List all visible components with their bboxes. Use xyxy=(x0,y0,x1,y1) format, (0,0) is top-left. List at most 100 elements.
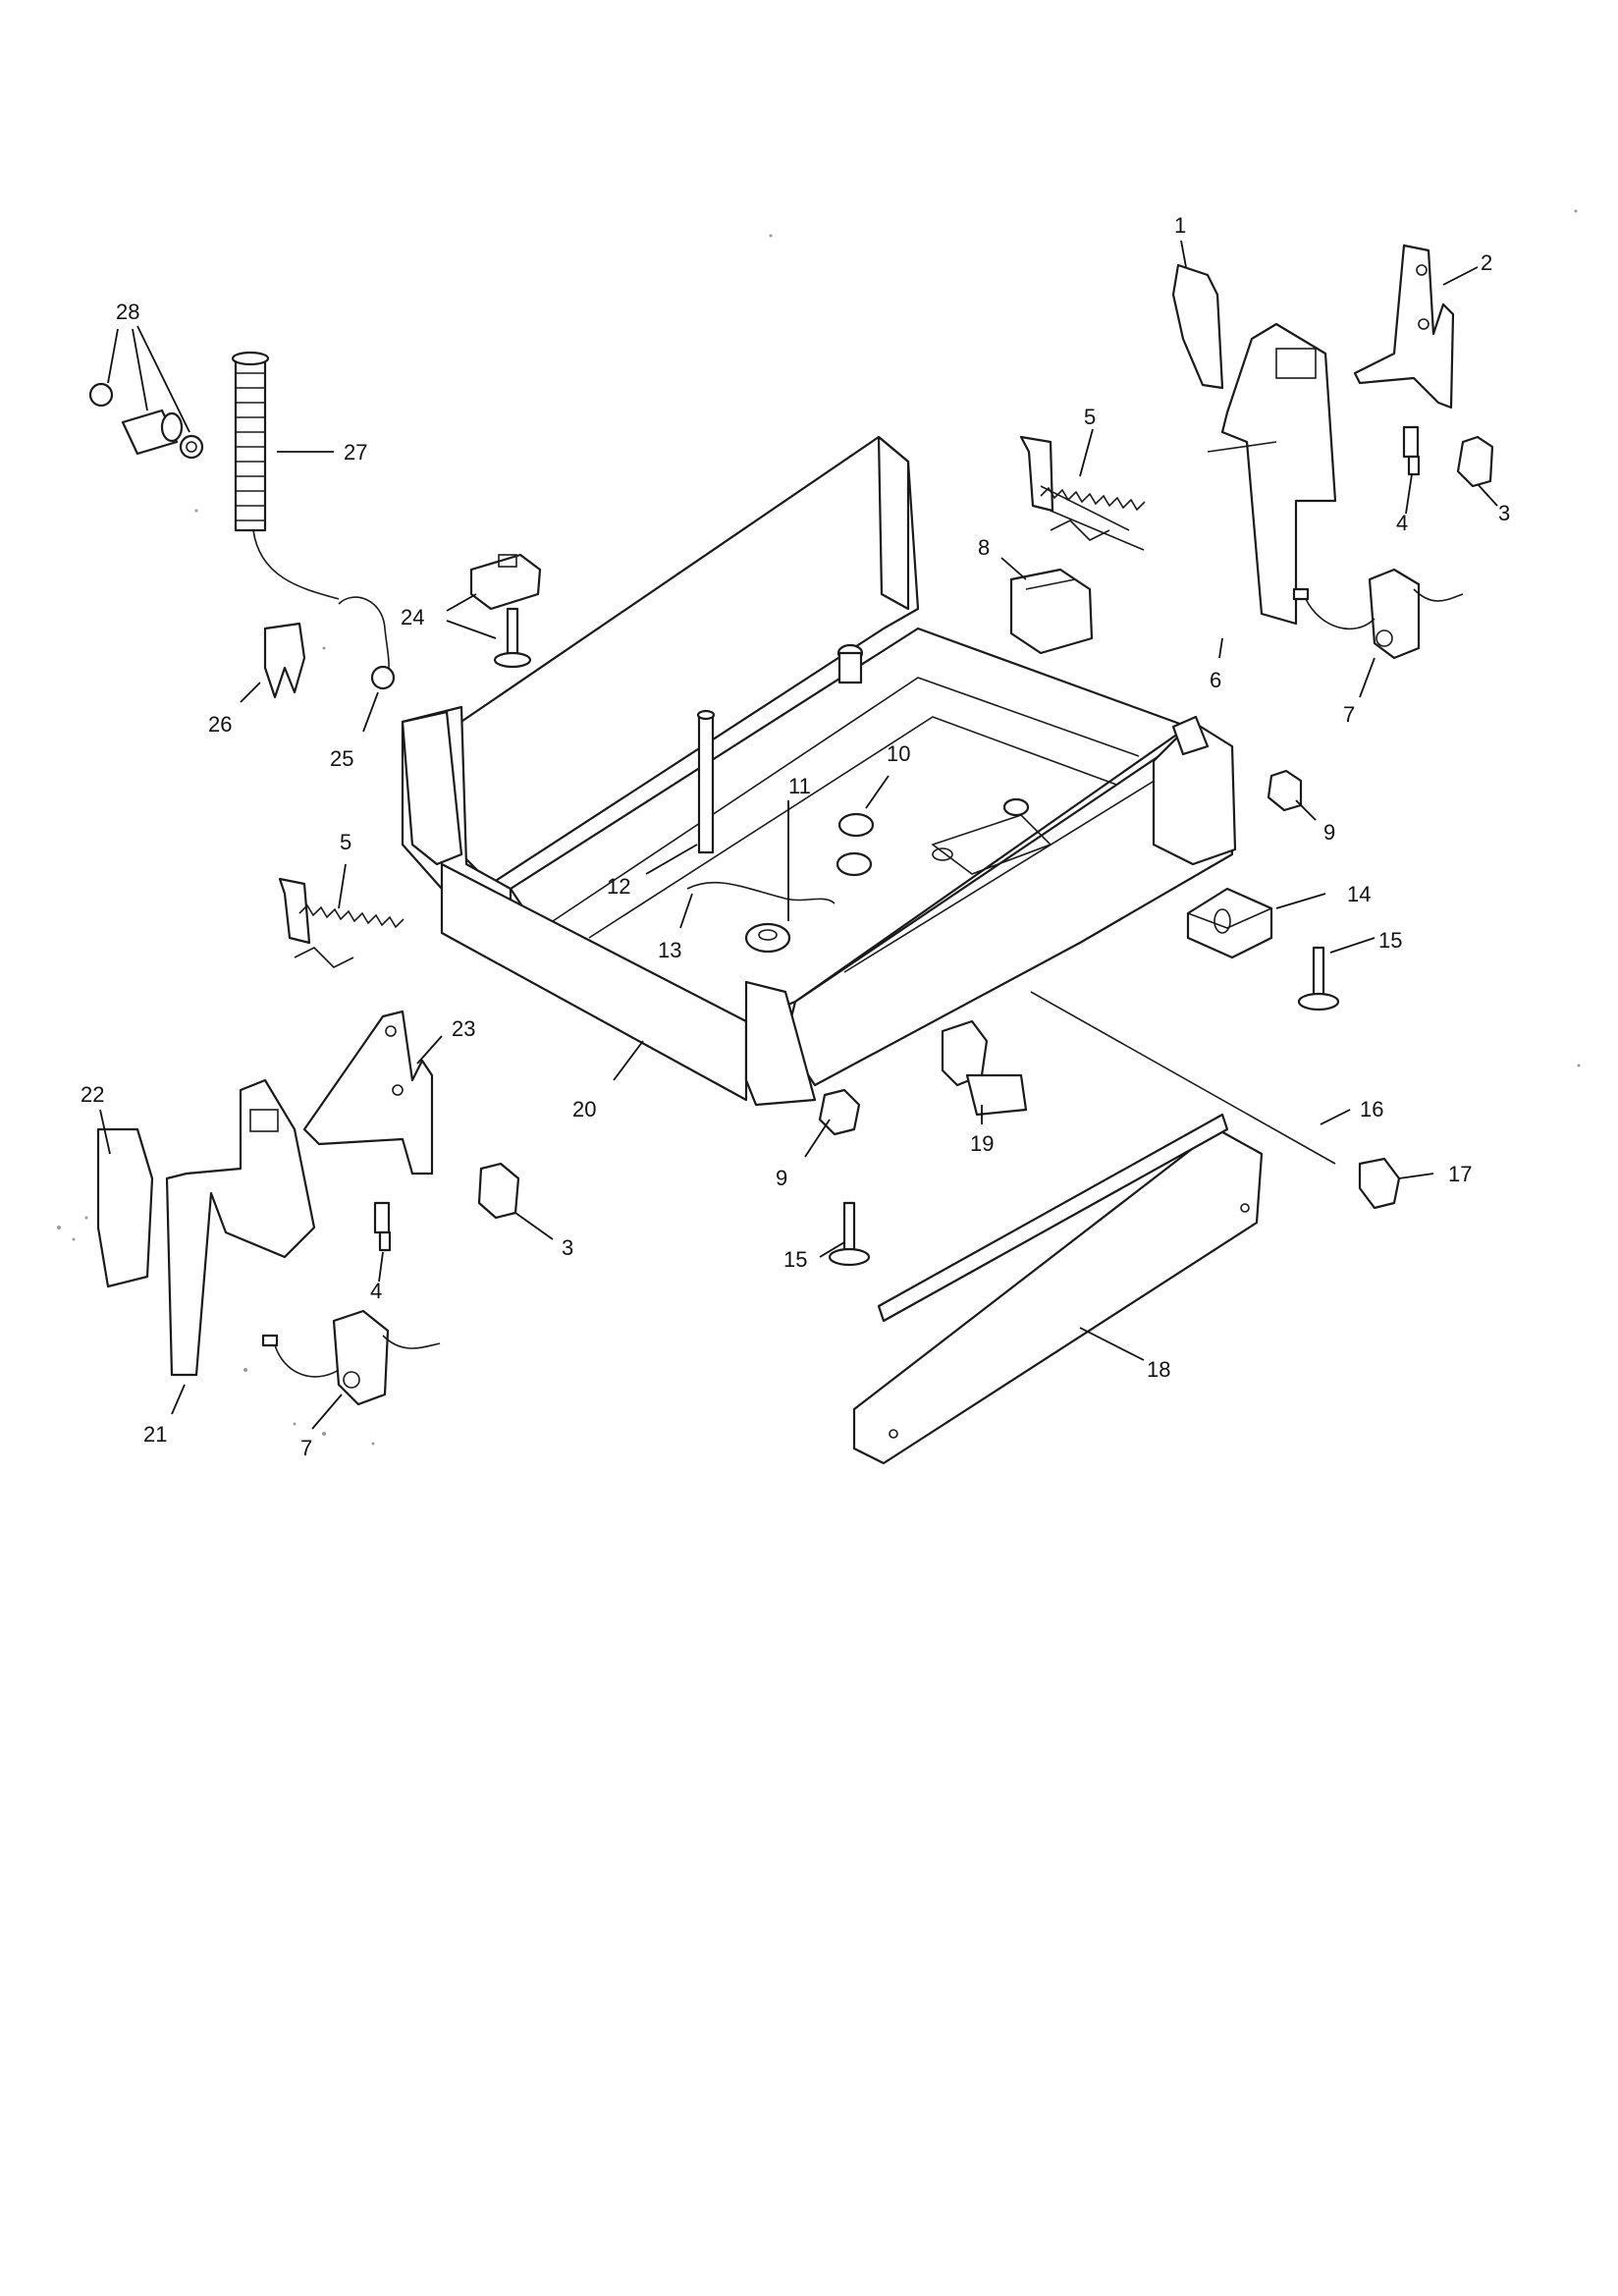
clip-part-4-left xyxy=(373,1201,392,1252)
rod-part-16 xyxy=(1030,991,1336,1165)
leader-8 xyxy=(1000,557,1027,580)
callout-15b: 15 xyxy=(783,1247,807,1272)
spacer-block-part-3-left xyxy=(477,1162,520,1220)
callout-14: 14 xyxy=(1347,882,1371,906)
leader-13 xyxy=(679,893,693,929)
callout-4a: 4 xyxy=(1396,511,1408,535)
leader-22 xyxy=(99,1109,111,1155)
damper-pulley-part-7-left xyxy=(261,1309,441,1406)
leader-20 xyxy=(613,1040,644,1081)
leader-1 xyxy=(1180,240,1187,268)
callout-12: 12 xyxy=(607,874,630,899)
leader-28a xyxy=(107,328,119,384)
junction-box-part-14 xyxy=(1186,887,1273,959)
hose-connector-part-25 xyxy=(338,596,396,690)
callout-19: 19 xyxy=(970,1131,994,1156)
callout-16: 16 xyxy=(1360,1097,1383,1121)
leader-6 xyxy=(1218,637,1223,659)
callout-3b: 3 xyxy=(562,1235,573,1260)
callout-9b: 9 xyxy=(776,1166,787,1190)
cover-part-22 xyxy=(96,1127,154,1288)
callout-10: 10 xyxy=(887,741,910,766)
callout-13: 13 xyxy=(658,938,681,962)
callout-5a: 5 xyxy=(1084,405,1096,429)
door-spring-part-5-right xyxy=(1019,435,1146,551)
leader-7a xyxy=(1359,657,1375,698)
leader-21 xyxy=(171,1384,186,1415)
leader-2 xyxy=(1442,266,1479,286)
leader-5b xyxy=(338,863,347,909)
leader-3b xyxy=(514,1212,554,1240)
spacer-block-part-3-right xyxy=(1456,435,1494,488)
switch-part-24 xyxy=(469,553,542,611)
knob-part-17 xyxy=(1358,1157,1401,1210)
leader-24a xyxy=(446,593,477,612)
bracket-part-9-left xyxy=(818,1088,861,1136)
leader-5a xyxy=(1079,428,1094,477)
leader-15b xyxy=(819,1241,845,1258)
leader-4a xyxy=(1405,473,1413,515)
base-frame xyxy=(401,435,1237,1107)
leader-24b xyxy=(446,620,497,639)
callout-26: 26 xyxy=(208,712,232,737)
hinge-arm-part-21 xyxy=(165,1078,316,1377)
callout-11: 11 xyxy=(788,774,811,798)
door-spring-part-5-left xyxy=(278,877,404,968)
leveling-foot-part-15-left xyxy=(828,1201,871,1267)
screw-part-24 xyxy=(493,607,532,669)
callout-1: 1 xyxy=(1174,213,1186,238)
bracket-part-9-right xyxy=(1267,769,1303,812)
leader-26 xyxy=(240,682,261,703)
leader-9a xyxy=(1295,799,1317,821)
leader-18 xyxy=(1079,1327,1145,1361)
callout-15a: 15 xyxy=(1378,928,1402,953)
leader-28b xyxy=(132,328,148,411)
leader-14 xyxy=(1275,893,1326,909)
callout-4b: 4 xyxy=(370,1279,382,1303)
hinge-plate-part-23 xyxy=(302,1010,434,1175)
leader-15a xyxy=(1329,937,1375,954)
leader-12 xyxy=(645,844,698,875)
hose-clamp-part-26 xyxy=(263,622,306,699)
callout-24: 24 xyxy=(401,605,424,629)
callout-21: 21 xyxy=(143,1422,167,1447)
hinge-arm-part-6 xyxy=(1207,322,1337,626)
inlet-valve-part-19 xyxy=(941,1019,1028,1117)
callout-17: 17 xyxy=(1448,1162,1472,1186)
scan-speckle xyxy=(57,209,1581,1446)
callout-8: 8 xyxy=(978,535,990,560)
callout-20: 20 xyxy=(572,1097,596,1121)
callout-7a: 7 xyxy=(1343,702,1355,727)
leader-lines xyxy=(99,240,1498,1430)
callout-22: 22 xyxy=(81,1082,104,1107)
leader-16 xyxy=(1320,1109,1351,1125)
terminal-block-part-8 xyxy=(1009,568,1094,655)
callout-labels: 1 2 3 3 4 4 5 5 6 7 7 8 9 9 10 11 12 13 … xyxy=(81,213,1510,1460)
callout-9a: 9 xyxy=(1323,820,1335,845)
callout-27: 27 xyxy=(344,440,367,465)
clip-part-4-right xyxy=(1402,425,1421,476)
damper-pulley-part-7-right xyxy=(1292,568,1464,660)
leader-9b xyxy=(804,1119,831,1158)
callout-18: 18 xyxy=(1147,1357,1170,1382)
hose-sleeve-part-28 xyxy=(88,382,204,460)
leader-28c xyxy=(136,325,190,433)
leader-3a xyxy=(1477,483,1498,507)
callout-7b: 7 xyxy=(300,1436,312,1460)
kick-plate-part-18 xyxy=(852,1113,1264,1465)
callout-23: 23 xyxy=(452,1016,475,1041)
leader-25 xyxy=(362,691,379,733)
leader-23 xyxy=(416,1035,443,1065)
leader-10 xyxy=(865,775,890,809)
callout-25: 25 xyxy=(330,746,353,771)
bracket-cover-part-1 xyxy=(1171,263,1224,390)
leader-7b xyxy=(311,1394,343,1430)
leader-17 xyxy=(1398,1173,1434,1179)
callout-6: 6 xyxy=(1210,668,1221,692)
drain-hose-part-27 xyxy=(231,351,340,600)
leveling-foot-part-15-right xyxy=(1297,946,1340,1011)
callout-2: 2 xyxy=(1481,250,1492,275)
callout-28: 28 xyxy=(116,300,139,324)
callout-5b: 5 xyxy=(340,830,351,854)
